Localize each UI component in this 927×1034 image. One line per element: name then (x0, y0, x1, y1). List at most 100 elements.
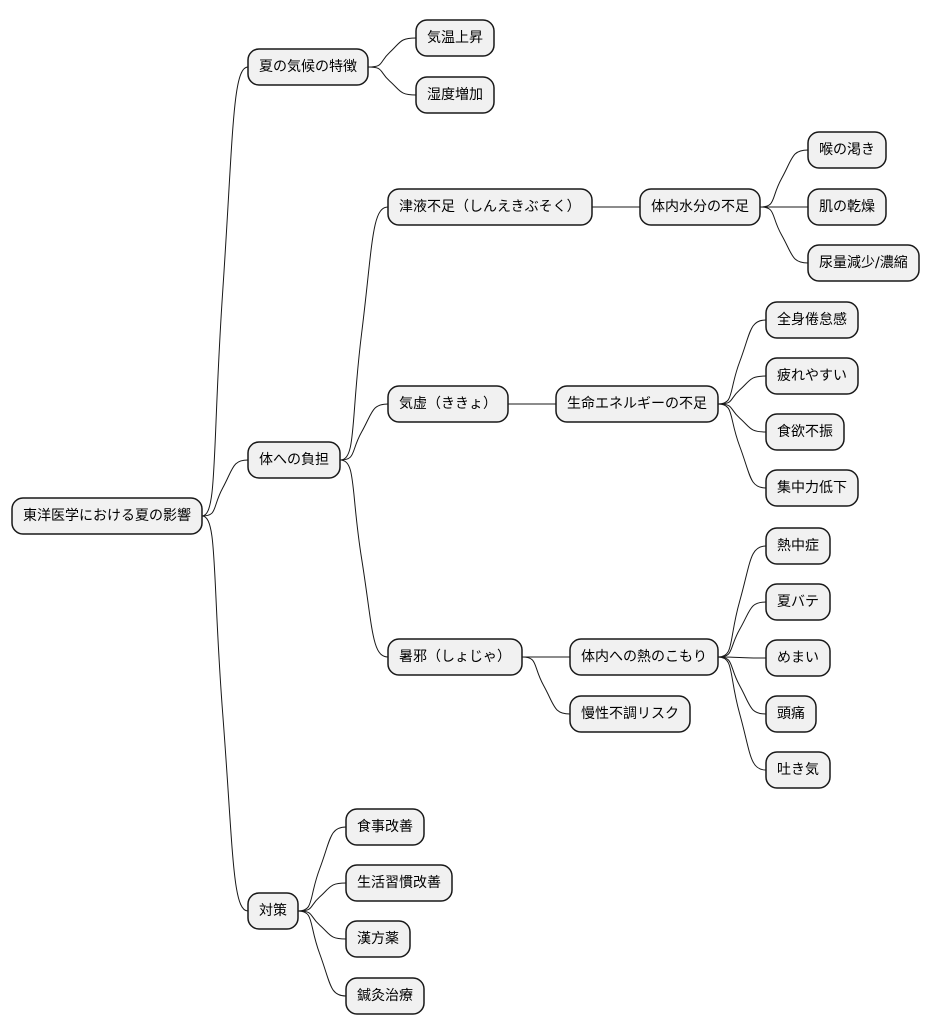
node-kikyo: 気虚（ききょ） (387, 385, 509, 423)
edge-heat-retention-to-nausea (717, 656, 767, 771)
node-box-nausea (765, 751, 831, 789)
node-box-root (11, 497, 203, 535)
node-box-focus-loss (765, 469, 859, 507)
node-kampo: 漢方薬 (345, 920, 411, 958)
node-box-dizziness (765, 639, 831, 677)
node-tired-easily: 疲れやすい (765, 357, 859, 395)
edge-body-burden-to-shoja (339, 459, 389, 658)
node-box-urine (807, 244, 920, 282)
node-acupuncture: 鍼灸治療 (345, 977, 425, 1015)
edge-energy-shortage-to-fatigue (717, 319, 767, 405)
edge-root-to-measures (201, 515, 249, 912)
node-box-headache (765, 695, 817, 733)
node-label-temp-rise: 気温上昇 (427, 30, 483, 46)
node-box-kikyo (387, 385, 509, 423)
node-label-root: 東洋医学における夏の影響 (23, 507, 191, 524)
node-chronic-risk: 慢性不調リスク (569, 695, 691, 733)
edge-energy-shortage-to-appetite-loss (717, 403, 767, 433)
node-nausea: 吐き気 (765, 751, 831, 789)
edge-root-to-body-burden (201, 459, 249, 517)
node-lifestyle: 生活習慣改善 (345, 864, 453, 902)
node-box-body-burden (247, 441, 341, 479)
node-root: 東洋医学における夏の影響 (11, 497, 203, 535)
node-box-shoja (387, 638, 523, 676)
node-label-lifestyle: 生活習慣改善 (357, 874, 441, 891)
node-climate: 夏の気候の特徴 (247, 48, 369, 86)
edge-energy-shortage-to-focus-loss (717, 403, 767, 489)
node-label-urine: 尿量減少/濃縮 (819, 254, 908, 271)
node-label-climate: 夏の気候の特徴 (259, 59, 357, 75)
node-box-humidity-rise (415, 76, 495, 114)
edge-body-burden-to-kikyo (339, 403, 389, 461)
node-box-measures (247, 892, 299, 930)
node-box-water-shortage (639, 188, 761, 226)
node-appetite-loss: 食欲不振 (765, 413, 845, 451)
node-label-headache: 頭痛 (777, 705, 805, 722)
node-label-fatigue: 全身倦怠感 (777, 311, 847, 328)
node-measures: 対策 (247, 892, 299, 930)
node-label-summer-fatigue: 夏バテ (777, 594, 819, 610)
mindmap-edges (201, 37, 809, 997)
node-headache: 頭痛 (765, 695, 817, 733)
node-box-heat-retention (569, 638, 719, 676)
node-box-summer-fatigue (765, 583, 831, 621)
node-label-shoja: 暑邪（しょじゃ） (399, 649, 511, 665)
node-box-fatigue (765, 301, 859, 339)
node-label-energy-shortage: 生命エネルギーの不足 (567, 395, 707, 412)
node-box-chronic-risk (569, 695, 691, 733)
node-label-acupuncture: 鍼灸治療 (357, 987, 413, 1004)
node-label-heatstroke: 熱中症 (777, 538, 819, 554)
node-label-throat-thirst: 喉の渇き (819, 142, 875, 158)
node-label-dizziness: めまい (777, 650, 819, 666)
node-box-throat-thirst (807, 131, 887, 169)
edge-measures-to-acupuncture (297, 910, 347, 997)
node-box-shin-eki (387, 188, 593, 226)
node-label-focus-loss: 集中力低下 (777, 479, 847, 496)
edge-body-burden-to-shin-eki (339, 206, 389, 461)
node-box-energy-shortage (555, 385, 719, 423)
node-fatigue: 全身倦怠感 (765, 301, 859, 339)
node-label-water-shortage: 体内水分の不足 (651, 199, 749, 215)
node-box-appetite-loss (765, 413, 845, 451)
node-box-kampo (345, 920, 411, 958)
edge-measures-to-kampo (297, 910, 347, 940)
edge-water-shortage-to-throat-thirst (759, 149, 809, 208)
node-dizziness: めまい (765, 639, 831, 677)
node-water-shortage: 体内水分の不足 (639, 188, 761, 226)
edge-heat-retention-to-dizziness (717, 656, 767, 659)
node-box-acupuncture (345, 977, 425, 1015)
node-label-measures: 対策 (259, 902, 287, 919)
node-temp-rise: 気温上昇 (415, 19, 495, 57)
edge-measures-to-lifestyle (297, 882, 347, 912)
node-shin-eki: 津液不足（しんえきぶそく） (387, 188, 593, 226)
node-label-kampo: 漢方薬 (357, 931, 399, 947)
edge-climate-to-temp-rise (367, 37, 417, 68)
node-label-dry-skin: 肌の乾燥 (819, 199, 875, 215)
node-box-tired-easily (765, 357, 859, 395)
node-body-burden: 体への負担 (247, 441, 341, 479)
node-label-diet: 食事改善 (357, 818, 413, 835)
node-humidity-rise: 湿度増加 (415, 76, 495, 114)
edge-measures-to-diet (297, 826, 347, 912)
edge-water-shortage-to-urine (759, 206, 809, 264)
node-label-nausea: 吐き気 (777, 762, 819, 778)
node-heat-retention: 体内への熱のこもり (569, 638, 719, 676)
node-label-chronic-risk: 慢性不調リスク (581, 705, 679, 722)
edge-root-to-climate (201, 66, 249, 517)
node-label-kikyo: 気虚（ききょ） (399, 396, 497, 412)
edge-heat-retention-to-headache (717, 656, 767, 715)
node-label-heat-retention: 体内への熱のこもり (581, 649, 707, 665)
node-urine: 尿量減少/濃縮 (807, 244, 920, 282)
node-label-humidity-rise: 湿度増加 (427, 87, 483, 103)
edge-heat-retention-to-heatstroke (717, 545, 767, 658)
node-label-tired-easily: 疲れやすい (777, 367, 847, 384)
edge-energy-shortage-to-tired-easily (717, 375, 767, 405)
node-summer-fatigue: 夏バテ (765, 583, 831, 621)
node-focus-loss: 集中力低下 (765, 469, 859, 507)
node-box-lifestyle (345, 864, 453, 902)
node-box-diet (345, 808, 425, 846)
node-heatstroke: 熱中症 (765, 527, 831, 565)
node-shoja: 暑邪（しょじゃ） (387, 638, 523, 676)
node-label-appetite-loss: 食欲不振 (777, 423, 833, 440)
